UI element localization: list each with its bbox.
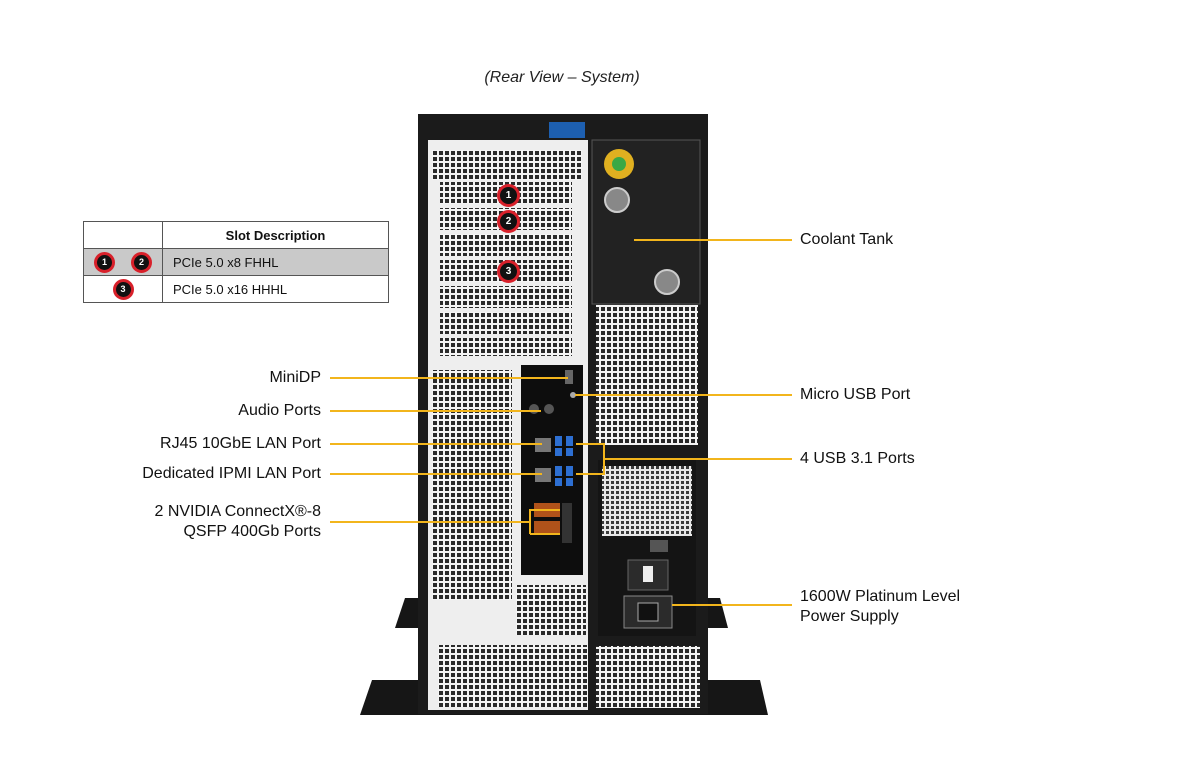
callout-usb31-ports: 4 USB 3.1 Ports [800,450,915,467]
slot-badge-2: 2 [497,210,520,233]
psu-bottom-vent [596,646,700,708]
release-latch [549,122,585,138]
callout-coolant-tank: Coolant Tank [800,231,894,248]
callout-audio-ports: Audio Ports [238,402,321,419]
slot-table-badges: 3 [83,275,163,303]
callout-psu-line1: 1600W Platinum Level [800,588,961,605]
power-supply [598,460,696,636]
left-vent [432,370,512,600]
callout-rj45-lan: RJ45 10GbE LAN Port [160,435,321,452]
slot-badge: 3 [112,278,134,300]
slot-table-header-right: Slot Description [162,221,389,249]
callout-connectx-line1: 2 NVIDIA ConnectX®-8 [154,503,321,520]
slot-badge: 1 [94,251,115,273]
slot-table-description: PCIe 5.0 x16 HHHL [162,275,389,303]
io-panel [521,365,583,575]
callout-micro-usb: Micro USB Port [800,386,911,403]
callout-line-connectx [330,509,560,523]
slot-badge-3: 3 [497,260,520,283]
callout-psu-line2: Power Supply [800,608,899,625]
slot-table-row: 3 PCIe 5.0 x16 HHHL [83,275,389,303]
slot-table-description: PCIe 5.0 x8 FHHL [162,248,389,276]
slot-badge: 2 [131,251,152,273]
right-vent [596,305,698,445]
callout-ipmi-lan: Dedicated IPMI LAN Port [142,465,321,482]
slot-table-header: Slot Description [83,221,389,249]
callout-lines [330,239,792,606]
callout-minidp: MiniDP [269,369,321,386]
slot-badge-1: 1 [497,184,520,207]
callout-connectx-line2: QSFP 400Gb Ports [183,523,321,540]
figure-caption: (Rear View – System) [484,69,640,86]
bottom-vent [438,645,588,707]
